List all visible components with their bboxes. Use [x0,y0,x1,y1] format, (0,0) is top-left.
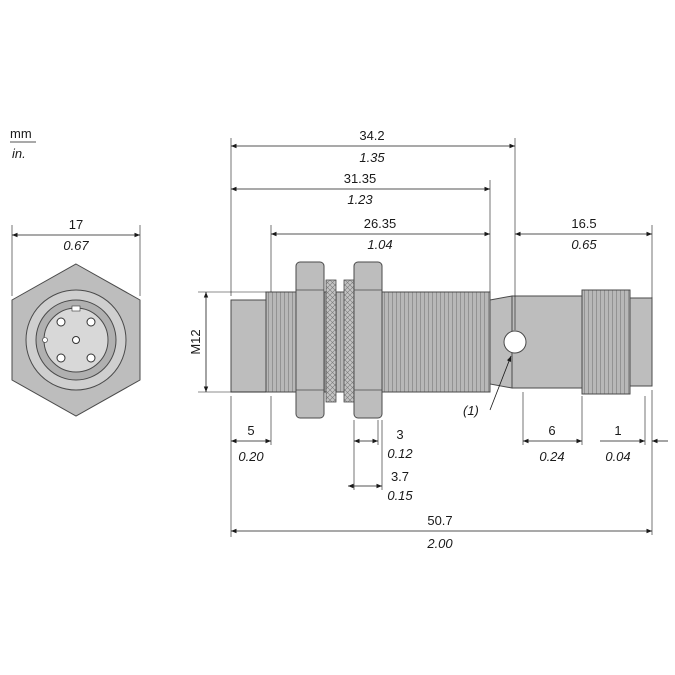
washer-right [343,279,355,403]
svg-text:1: 1 [614,423,621,438]
dim-overall-total: 50.7 2.00 [230,445,652,551]
pin-5 [72,336,80,344]
sensing-face [230,299,272,393]
connector-end [629,297,653,387]
callout-label: (1) [463,403,479,418]
dim-cable-end: 16.5 0.65 [515,216,653,298]
svg-text:1.35: 1.35 [359,150,385,165]
pin-3 [56,353,66,363]
svg-text:34.2: 34.2 [359,128,384,143]
dim-thread-26: 26.35 1.04 [270,216,490,292]
pin-1 [56,317,66,327]
coding-key [71,305,81,312]
svg-text:0.20: 0.20 [238,449,264,464]
svg-text:17: 17 [69,217,83,232]
led-indicator [503,330,527,354]
svg-text:6: 6 [548,423,555,438]
dim-overall-top: 34.2 1.35 [230,128,516,330]
svg-text:0.24: 0.24 [539,449,564,464]
svg-text:1.23: 1.23 [347,192,373,207]
svg-text:0.12: 0.12 [387,446,413,461]
svg-text:16.5: 16.5 [571,216,596,231]
unit-imperial: in. [12,146,26,161]
dim-thread-31: 31.35 1.23 [231,171,491,292]
side-view [230,261,653,419]
svg-text:5: 5 [247,423,254,438]
unit-metric: mm [10,126,32,141]
svg-text:31.35: 31.35 [344,171,377,186]
callout-led: (1) [463,355,512,418]
pin-4 [86,353,96,363]
svg-text:0.65: 0.65 [571,237,597,252]
svg-text:0.04: 0.04 [605,449,630,464]
svg-text:1.04: 1.04 [367,237,392,252]
dim-conn-6: 6 0.24 [522,392,583,464]
washer-left [325,279,337,403]
dim-nut-37: 3.7 0.15 [348,420,413,503]
dim-nut-3: 3 0.12 [353,420,413,490]
svg-text:3: 3 [396,427,403,442]
connector-thread [581,289,631,395]
svg-text:2.00: 2.00 [426,536,453,551]
dim-hex-width: 17 0.67 [11,217,141,296]
units-legend: mm in. [10,126,36,161]
svg-text:0.67: 0.67 [63,238,89,253]
svg-text:26.35: 26.35 [364,216,397,231]
dim-conn-1: 1 0.04 [600,390,668,535]
front-view [11,263,141,417]
dim-thread-m12: M12 [188,291,266,393]
dim-front-5: 5 0.20 [230,396,272,464]
nut-right [353,261,383,419]
svg-text:3.7: 3.7 [391,469,409,484]
svg-text:M12: M12 [188,329,203,354]
svg-text:0.15: 0.15 [387,488,413,503]
pin-2 [86,317,96,327]
nut-left [295,261,325,419]
svg-text:50.7: 50.7 [427,513,452,528]
